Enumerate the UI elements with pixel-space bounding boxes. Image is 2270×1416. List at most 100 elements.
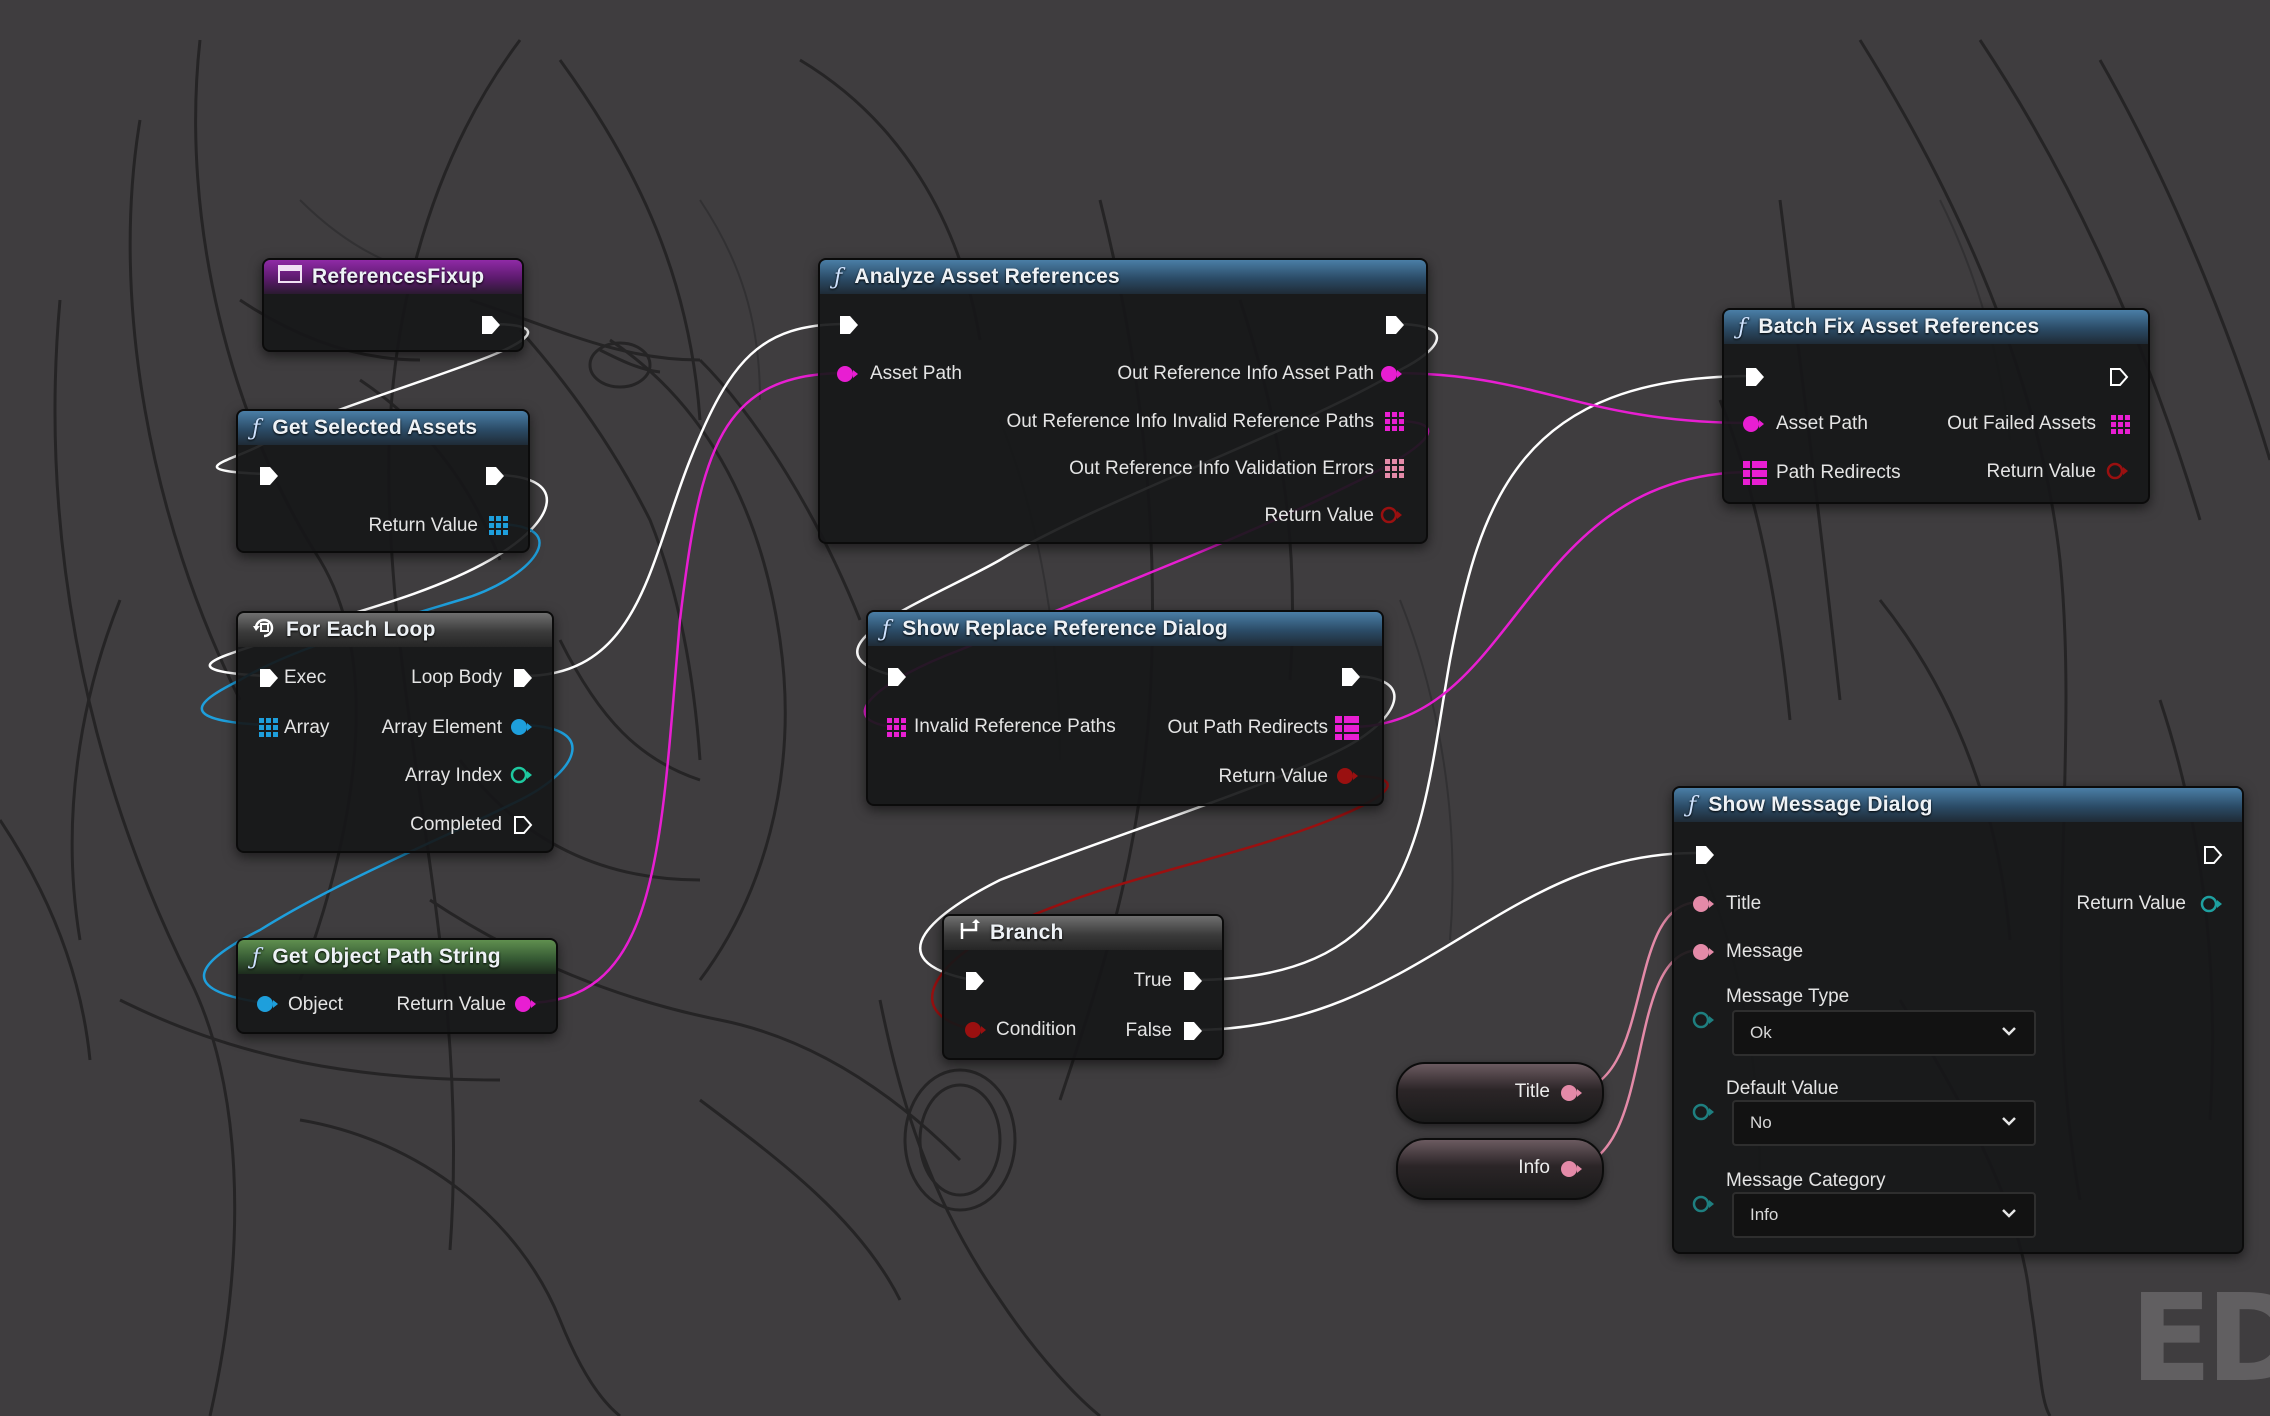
array-pin-icon[interactable] xyxy=(1334,715,1360,746)
pin-label-asset-path: Asset Path xyxy=(870,363,962,384)
node-title: Show Replace Reference Dialog xyxy=(902,617,1228,640)
data-pin-icon[interactable] xyxy=(964,1020,988,1045)
pin-label-out-validation-errors: Out Reference Info Validation Errors xyxy=(1069,458,1374,479)
literal-value: Info xyxy=(1518,1157,1550,1178)
pin-label-out-path-redirects: Out Path Redirects xyxy=(1167,717,1328,738)
array-pin-icon[interactable] xyxy=(488,515,508,540)
literal-node-title[interactable]: Title xyxy=(1396,1062,1604,1124)
loop-icon xyxy=(252,616,276,644)
chevron-down-icon xyxy=(2000,1022,2018,1045)
node-header[interactable]: ƒ Batch Fix Asset References xyxy=(1724,310,2148,344)
exec-pin-icon[interactable] xyxy=(1744,366,1766,393)
exec-pin-icon[interactable] xyxy=(1182,1020,1204,1047)
node-header[interactable]: ƒ Get Selected Assets xyxy=(238,411,528,445)
node-header[interactable]: ReferencesFixup xyxy=(264,260,522,294)
exec-pin-icon[interactable] xyxy=(1340,666,1362,693)
exec-pin-icon[interactable] xyxy=(1384,314,1406,341)
pin-label-completed: Completed xyxy=(410,814,502,835)
exec-pin-icon[interactable] xyxy=(512,667,534,694)
message-type-dropdown[interactable]: Ok xyxy=(1732,1010,2036,1056)
pin-label-return-value: Return Value xyxy=(368,515,479,536)
exec-pin-icon[interactable] xyxy=(258,667,280,694)
node-batch-fix-asset-references[interactable]: ƒ Batch Fix Asset References Asset Path … xyxy=(1722,308,2150,504)
exec-pin-icon[interactable] xyxy=(964,970,986,997)
node-title: Get Object Path String xyxy=(272,945,501,968)
data-pin-icon[interactable] xyxy=(1692,942,1716,967)
pin-label-return-value: Return Value xyxy=(1218,766,1329,787)
data-pin-icon[interactable] xyxy=(1336,766,1360,791)
data-pin-icon[interactable] xyxy=(1692,1102,1716,1127)
data-pin-icon[interactable] xyxy=(1692,1194,1716,1219)
pin-label-object: Object xyxy=(288,994,343,1015)
exec-pin-icon[interactable] xyxy=(484,465,506,492)
exec-pin-icon[interactable] xyxy=(886,666,908,693)
message-category-dropdown[interactable]: Info xyxy=(1732,1192,2036,1238)
node-title: ReferencesFixup xyxy=(312,265,485,288)
data-pin-icon[interactable] xyxy=(2200,894,2224,919)
node-get-object-path-string[interactable]: ƒ Get Object Path String Object Return V… xyxy=(236,938,558,1034)
chevron-down-icon xyxy=(2000,1112,2018,1135)
array-pin-icon[interactable] xyxy=(886,717,906,742)
default-value-label: Default Value xyxy=(1726,1078,1839,1099)
node-header[interactable]: For Each Loop xyxy=(238,613,552,647)
function-icon: ƒ xyxy=(834,264,843,290)
function-icon: ƒ xyxy=(252,944,261,970)
pin-label-invalid-reference-paths: Invalid Reference Paths xyxy=(914,716,1116,737)
node-title: Batch Fix Asset References xyxy=(1758,315,2040,338)
array-pin-icon[interactable] xyxy=(1384,458,1404,483)
node-branch[interactable]: Branch True Condition False xyxy=(942,914,1224,1060)
pin-label-return-value: Return Value xyxy=(1264,505,1375,526)
exec-pin-icon[interactable] xyxy=(480,314,502,341)
data-pin-icon[interactable] xyxy=(1560,1159,1584,1184)
array-pin-icon[interactable] xyxy=(1384,411,1404,436)
data-pin-icon[interactable] xyxy=(2106,461,2130,486)
data-pin-icon[interactable] xyxy=(1692,894,1716,919)
data-pin-icon[interactable] xyxy=(1692,1010,1716,1035)
node-header[interactable]: ƒ Analyze Asset References xyxy=(820,260,1426,294)
data-pin-icon[interactable] xyxy=(510,765,534,790)
pin-label-array: Array xyxy=(284,717,330,738)
default-value-value: No xyxy=(1750,1113,1772,1132)
data-pin-icon[interactable] xyxy=(256,994,280,1019)
pin-label-title: Title xyxy=(1726,893,1762,914)
node-for-each-loop[interactable]: For Each Loop Exec Loop Body Array Array… xyxy=(236,611,554,853)
data-pin-icon[interactable] xyxy=(1560,1083,1584,1108)
pin-label-return-value: Return Value xyxy=(396,994,507,1015)
node-header[interactable]: Branch xyxy=(944,916,1222,950)
array-pin-icon[interactable] xyxy=(258,717,278,742)
message-category-value: Info xyxy=(1750,1205,1779,1224)
pin-label-message: Message xyxy=(1726,941,1804,962)
pin-label-return-value: Return Value xyxy=(2076,893,2187,914)
exec-pin-icon[interactable] xyxy=(512,814,534,841)
array-pin-icon[interactable] xyxy=(2110,414,2130,439)
node-header[interactable]: ƒ Get Object Path String xyxy=(238,940,556,974)
default-value-dropdown[interactable]: No xyxy=(1732,1100,2036,1146)
node-header[interactable]: ƒ Show Message Dialog xyxy=(1674,788,2242,822)
node-header[interactable]: ƒ Show Replace Reference Dialog xyxy=(868,612,1382,646)
function-icon: ƒ xyxy=(252,415,261,441)
node-show-message-dialog[interactable]: ƒ Show Message Dialog Title Return Value… xyxy=(1672,786,2244,1254)
node-title: Show Message Dialog xyxy=(1708,793,1933,816)
literal-node-info[interactable]: Info xyxy=(1396,1138,1604,1200)
node-show-replace-reference-dialog[interactable]: ƒ Show Replace Reference Dialog Invalid … xyxy=(866,610,1384,806)
exec-pin-icon[interactable] xyxy=(838,314,860,341)
chevron-down-icon xyxy=(2000,1204,2018,1227)
node-analyze-asset-references[interactable]: ƒ Analyze Asset References Asset Path Ou… xyxy=(818,258,1428,544)
data-pin-icon[interactable] xyxy=(1380,505,1404,530)
exec-pin-icon[interactable] xyxy=(1694,844,1716,871)
exec-pin-icon[interactable] xyxy=(2202,844,2224,871)
node-get-selected-assets[interactable]: ƒ Get Selected Assets Return Value xyxy=(236,409,530,553)
pin-label-out-asset-path: Out Reference Info Asset Path xyxy=(1117,363,1374,384)
array-pin-icon[interactable] xyxy=(1742,460,1768,491)
event-icon xyxy=(278,264,302,290)
node-references-fixup[interactable]: ReferencesFixup xyxy=(262,258,524,352)
data-pin-icon[interactable] xyxy=(510,717,534,742)
exec-pin-icon[interactable] xyxy=(258,465,280,492)
exec-pin-icon[interactable] xyxy=(1182,970,1204,997)
data-pin-icon[interactable] xyxy=(836,364,860,389)
data-pin-icon[interactable] xyxy=(1380,364,1404,389)
data-pin-icon[interactable] xyxy=(1742,414,1766,439)
exec-pin-icon[interactable] xyxy=(2108,366,2130,393)
data-pin-icon[interactable] xyxy=(514,994,538,1019)
pin-label-array-element: Array Element xyxy=(381,717,502,738)
